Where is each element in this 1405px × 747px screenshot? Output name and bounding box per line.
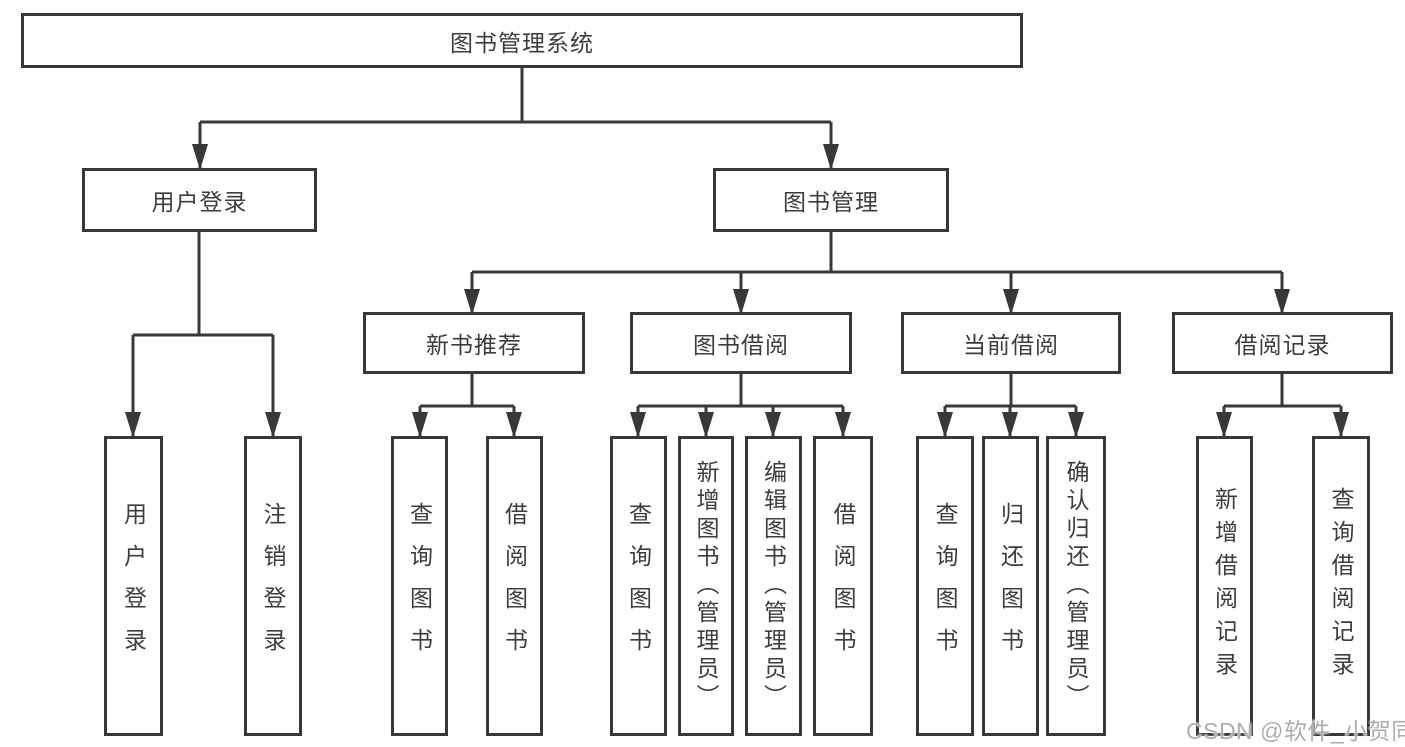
csdn-watermark: CSDN @软件_小贺同学 — [1186, 718, 1405, 744]
leaf-label: 新增图书（管理员） — [693, 460, 719, 712]
node-leaf-confirm-return-admin: 确认归还（管理员） — [1046, 436, 1106, 736]
node-branch-book-management: 图书管理 — [713, 168, 949, 232]
node-leaf-query-books-2: 查询图书 — [610, 436, 667, 736]
node-leaf-add-borrow-record: 新增借阅记录 — [1196, 436, 1253, 736]
node-leaf-borrow-books-1: 借阅图书 — [486, 436, 543, 736]
node-section-current-borrow: 当前借阅 — [901, 312, 1121, 374]
node-leaf-edit-books-admin: 编辑图书（管理员） — [745, 436, 802, 736]
leaf-label: 编辑图书（管理员） — [760, 460, 787, 712]
leaf-label: 确认归还（管理员） — [1063, 460, 1089, 712]
node-leaf-borrow-books-2: 借阅图书 — [813, 436, 873, 736]
leaf-label: 查询图书 — [625, 502, 652, 670]
node-leaf-query-books-3: 查询图书 — [916, 436, 974, 736]
node-branch-user-login: 用户登录 — [82, 168, 317, 232]
leaf-label: 归还图书 — [997, 502, 1024, 670]
node-leaf-query-borrow-record: 查询借阅记录 — [1312, 436, 1370, 736]
node-root-system: 图书管理系统 — [21, 13, 1023, 68]
node-section-new-book-recommend: 新书推荐 — [363, 312, 585, 374]
node-leaf-return-books: 归还图书 — [982, 436, 1039, 736]
leaf-label: 查询图书 — [406, 502, 433, 670]
node-section-borrow-records: 借阅记录 — [1172, 312, 1393, 374]
node-leaf-user-login: 用户登录 — [104, 436, 163, 736]
node-section-book-borrow: 图书借阅 — [630, 312, 852, 374]
leaf-label: 借阅图书 — [501, 502, 528, 670]
leaf-label: 用户登录 — [120, 502, 147, 670]
leaf-label: 查询图书 — [932, 502, 958, 670]
leaf-label: 注销登录 — [260, 502, 286, 670]
leaf-label: 借阅图书 — [830, 502, 856, 670]
node-leaf-add-books-admin: 新增图书（管理员） — [678, 436, 734, 736]
leaf-label: 查询借阅记录 — [1328, 487, 1354, 685]
node-leaf-query-books-1: 查询图书 — [391, 436, 448, 736]
node-leaf-logout: 注销登录 — [244, 436, 302, 736]
leaf-label: 新增借阅记录 — [1211, 487, 1238, 685]
